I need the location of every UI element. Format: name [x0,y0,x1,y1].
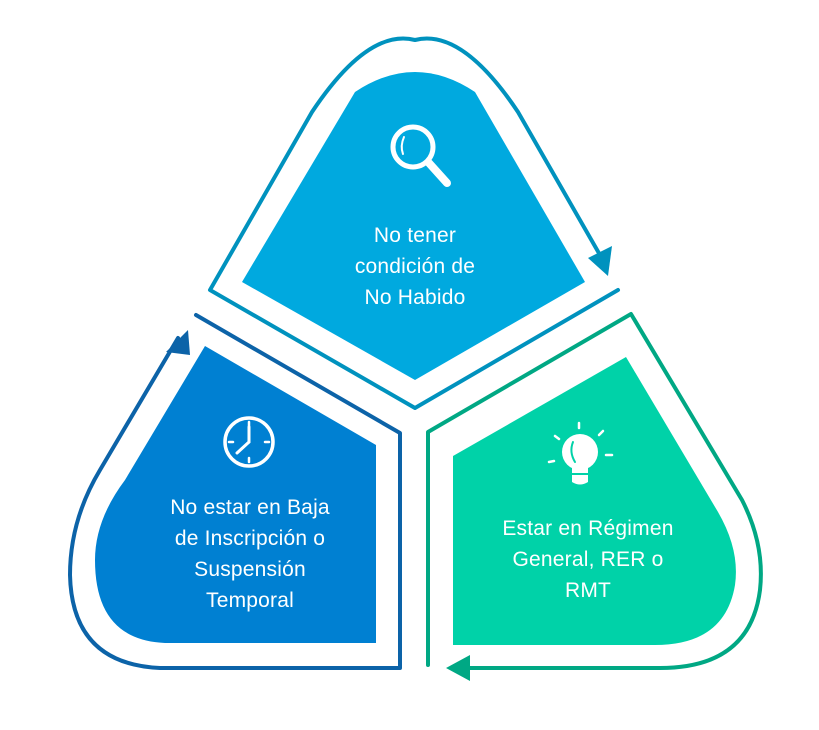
step-shape-regimen [453,357,736,645]
lightbulb-icon [547,421,614,485]
step-label-line: Temporal [206,589,294,612]
step-label-line: No Habido [364,286,466,309]
step-label-baja-inscripcion: No estar en Baja de Inscripción o Suspen… [130,492,370,616]
step-label-line: Suspensión [194,558,306,581]
step-shape-baja-inscripcion [95,346,376,643]
step-outline-no-habido [208,36,620,410]
step-label-no-habido: No tener condición de No Habido [300,220,530,313]
arrow-head-top [588,246,612,276]
arrow-head-left [166,330,190,355]
step-outline-baja-inscripcion [68,313,402,670]
clock-icon [223,416,275,468]
step-label-line: No estar en Baja [170,496,330,519]
step-label-line: RMT [564,579,612,602]
step-outline-regimen [426,312,763,670]
step-shape-no-habido [242,72,585,380]
step-label-line: General, RER o [512,548,664,571]
step-label-line: Estar en Régimen [502,517,674,540]
step-label-line: No tener [373,224,457,247]
step-label-line: de Inscripción o [174,527,326,550]
step-label-regimen: Estar en Régimen General, RER o RMT [458,513,718,606]
arrow-head-right [446,655,470,681]
step-label-line: condición de [354,255,476,278]
magnifying-glass-icon [390,124,451,187]
